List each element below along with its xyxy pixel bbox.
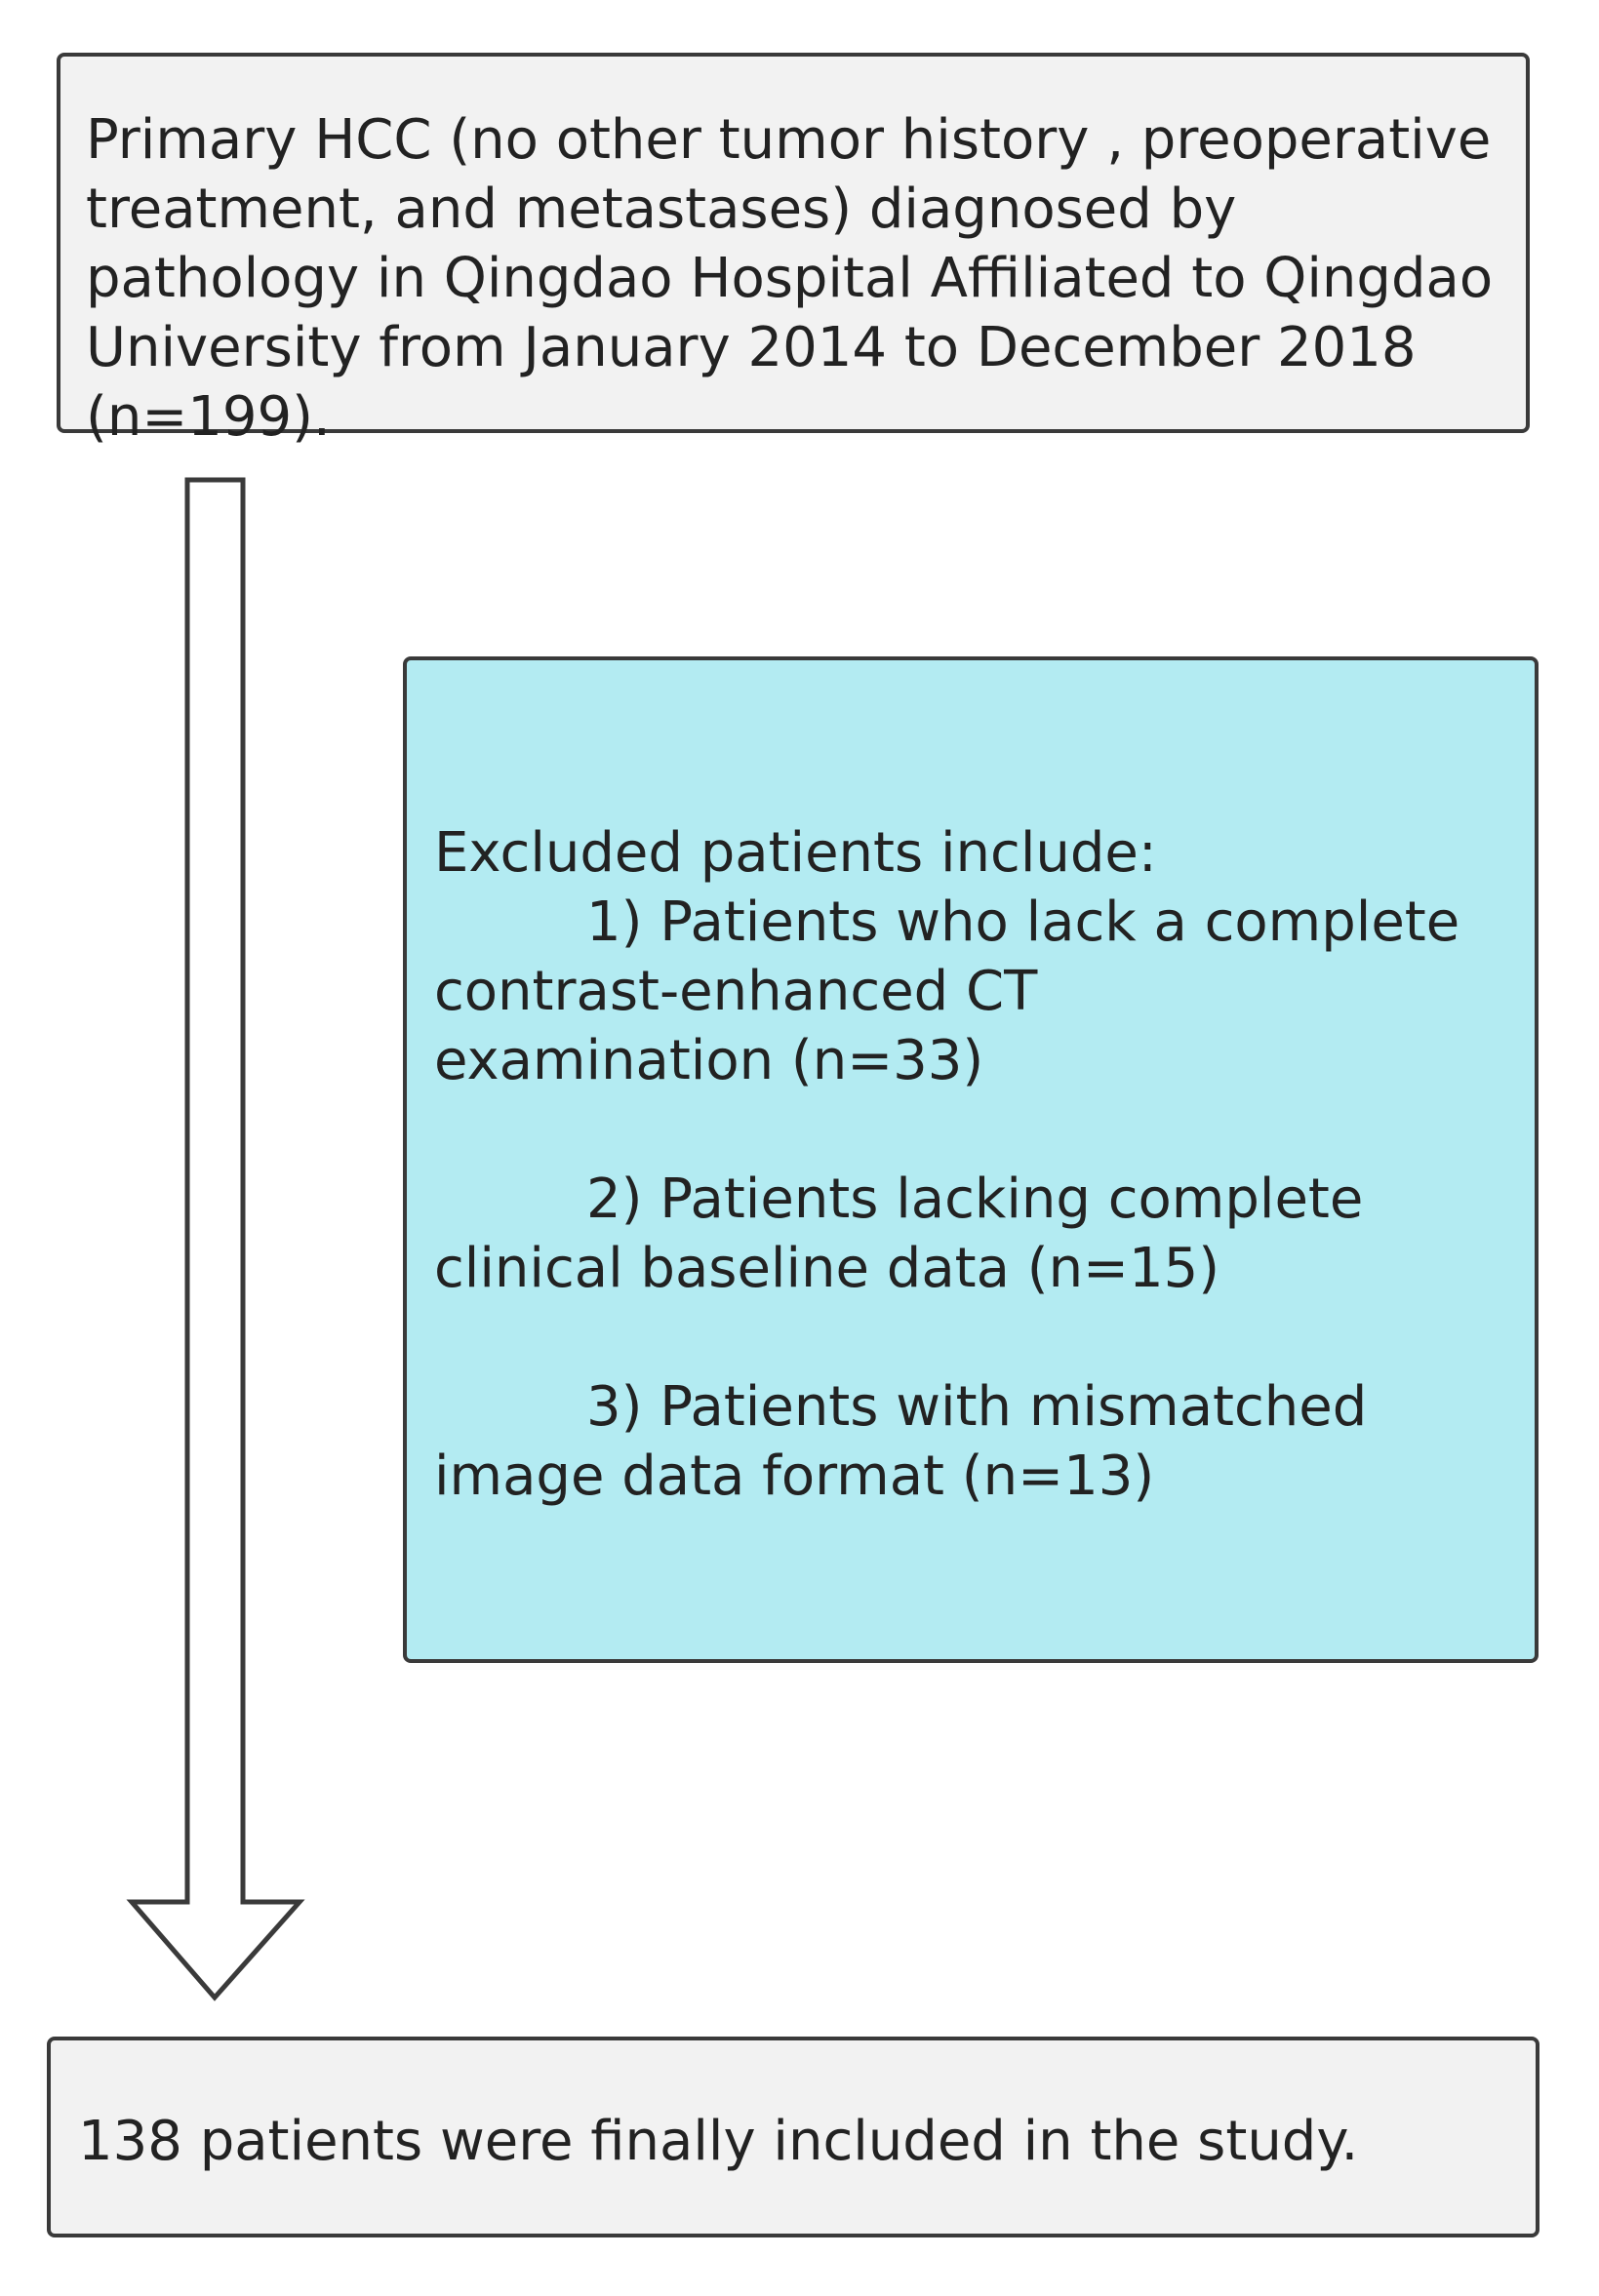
- source-population-box: Primary HCC (no other tumor history , pr…: [57, 53, 1530, 449]
- final-cohort-text: 138 patients were finally included in th…: [78, 2110, 1359, 2173]
- exclusion-item-3-rest: image data format (n=13): [434, 1445, 1155, 1508]
- source-population-text: Primary HCC (no other tumor history , pr…: [86, 108, 1494, 449]
- exclusion-item-2-rest: clinical baseline data (n=15): [434, 1237, 1220, 1300]
- exclusion-criteria-box: Excluded patients include: 1) Patients w…: [403, 656, 1539, 1663]
- exclusion-heading: Excluded patients include:: [434, 821, 1157, 885]
- exclusion-item-1-first-line: 1) Patients who lack a complete: [586, 891, 1460, 954]
- exclusion-item-2-first-line: 2) Patients lacking complete: [586, 1168, 1364, 1231]
- exclusion-item-1-rest: contrast-enhanced CT examination (n=33): [434, 960, 1038, 1092]
- flow-down-arrow-icon: [126, 477, 305, 2001]
- final-cohort-box: 138 patients were finally included in th…: [47, 2037, 1539, 2237]
- exclusion-item-3-first-line: 3) Patients with mismatched: [586, 1375, 1368, 1439]
